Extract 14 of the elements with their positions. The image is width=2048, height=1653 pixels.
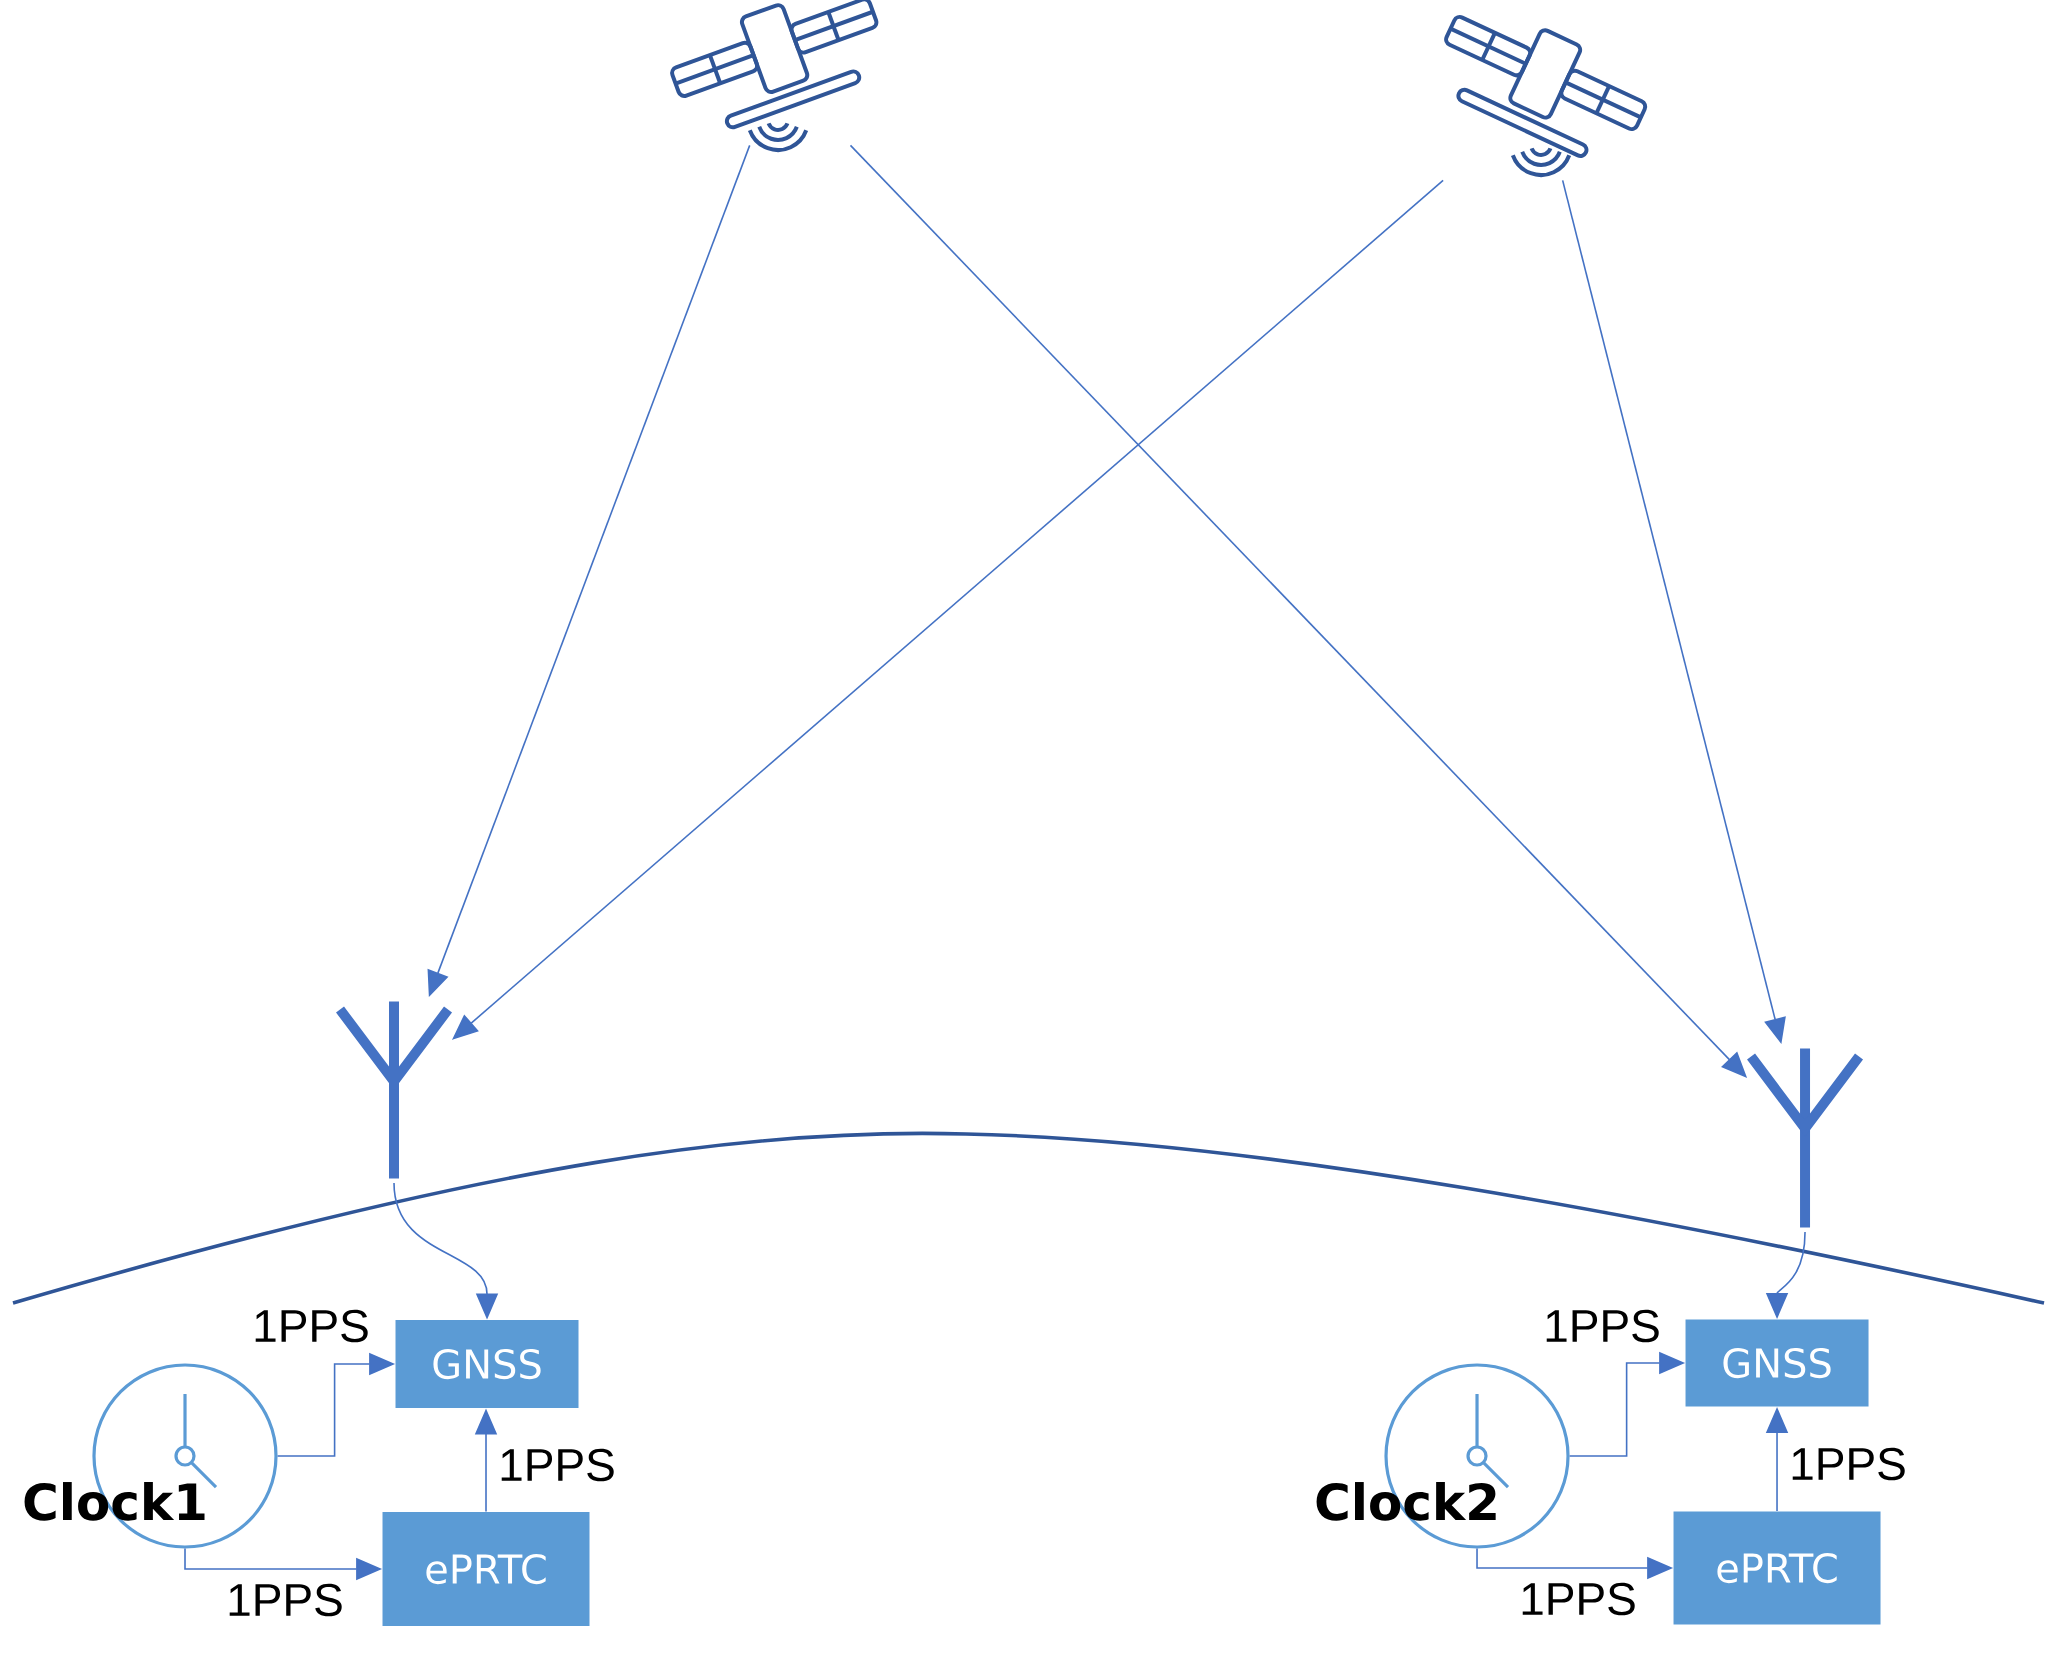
antenna-drawing — [336, 1001, 452, 1179]
antenna-drawing — [1747, 1048, 1864, 1228]
edge-label: 1PPS — [250, 1307, 372, 1345]
edge-label: 1PPS — [496, 1446, 618, 1484]
edge-label: 1PPS — [1541, 1307, 1663, 1345]
edge-label: 1PPS — [1517, 1580, 1639, 1618]
satellite-drawing — [1444, 15, 1648, 177]
process-box: GNSS — [1685, 1319, 1869, 1407]
edge-label: 1PPS — [224, 1581, 346, 1619]
edge-label: 1PPS — [1787, 1445, 1909, 1483]
satellite-drawing — [670, 0, 879, 152]
process-box: ePRTC — [1673, 1511, 1881, 1625]
process-box: GNSS — [395, 1320, 579, 1408]
process-box: ePRTC — [382, 1512, 590, 1626]
